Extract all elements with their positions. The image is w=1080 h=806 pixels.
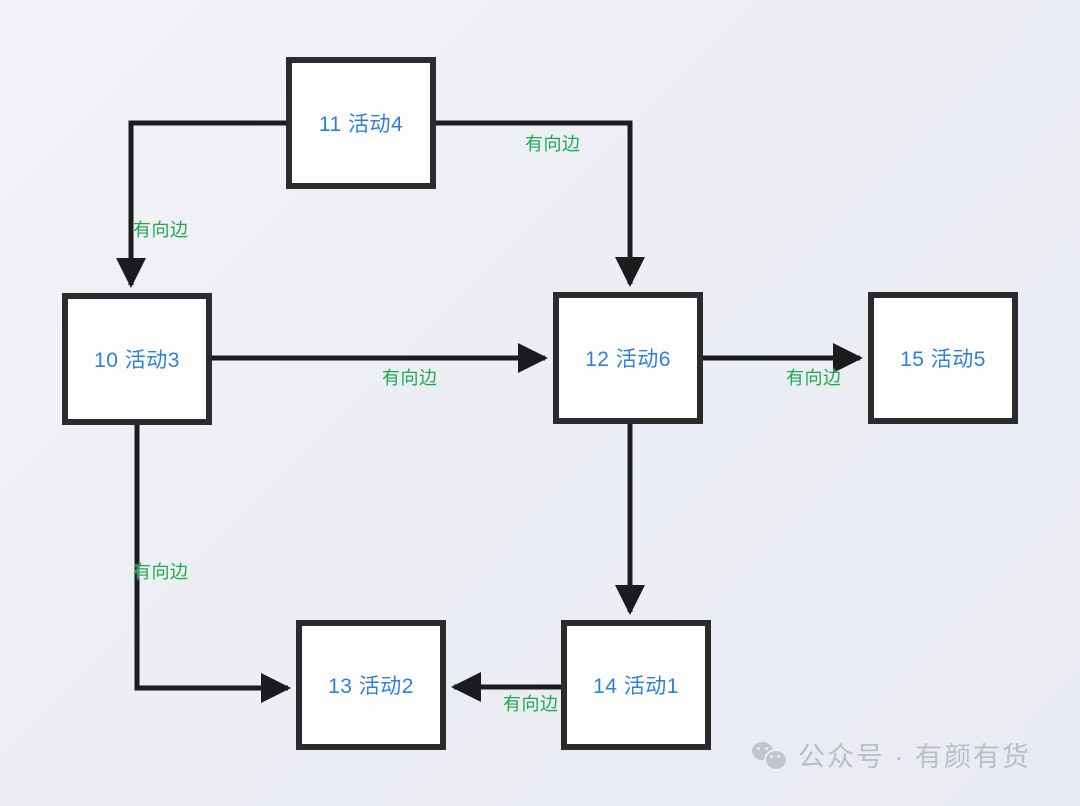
node-14-activity1[interactable]: 14 活动1 xyxy=(561,620,711,750)
edge-label-12-to-15: 有向边 xyxy=(786,368,842,388)
edge-label-10-to-12: 有向边 xyxy=(382,368,438,388)
node-label: 12 活动6 xyxy=(585,348,671,371)
node-13-activity2[interactable]: 13 活动2 xyxy=(296,620,446,750)
edge-11-to-10 xyxy=(116,120,286,288)
node-label: 10 活动3 xyxy=(94,349,180,372)
wechat-icon xyxy=(752,740,788,771)
watermark: 公众号 · 有颜有货 xyxy=(752,735,1031,774)
node-12-activity6[interactable]: 12 活动6 xyxy=(553,292,703,424)
edge-10-to-13 xyxy=(134,425,291,703)
watermark-text: 公众号 · 有颜有货 xyxy=(798,742,1031,772)
node-label: 14 活动1 xyxy=(593,675,679,698)
edge-label-11-to-10: 有向边 xyxy=(133,220,189,240)
node-10-activity3[interactable]: 10 活动3 xyxy=(62,293,212,425)
node-label: 13 活动2 xyxy=(328,675,414,698)
edge-11-to-12 xyxy=(436,120,645,287)
node-11-activity4[interactable]: 11 活动4 xyxy=(286,57,436,189)
edge-label-10-to-13: 有向边 xyxy=(133,562,189,582)
node-label: 15 活动5 xyxy=(900,348,986,371)
node-label: 11 活动4 xyxy=(318,113,404,136)
edge-label-11-to-12: 有向边 xyxy=(525,134,581,154)
edge-label-14-to-13: 有向边 xyxy=(503,694,559,714)
node-15-activity5[interactable]: 15 活动5 xyxy=(868,292,1018,424)
